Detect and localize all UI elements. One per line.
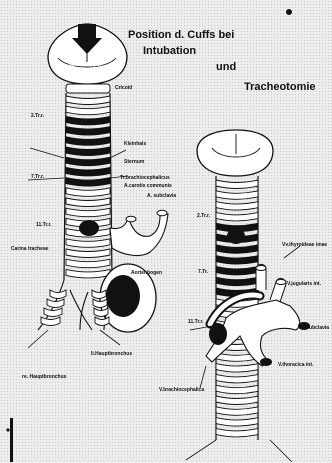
tracheal-ring xyxy=(66,96,110,105)
tracheal-ring xyxy=(216,202,258,211)
bronchial-ring xyxy=(50,290,66,299)
tracheal-ring xyxy=(216,245,258,254)
tracheal-ring xyxy=(216,266,258,275)
tracheal-ring xyxy=(216,277,258,286)
tracheal-ring xyxy=(216,418,258,427)
tracheal-ring xyxy=(216,385,258,394)
tracheal-ring xyxy=(216,180,258,189)
label-sternum: Sternum xyxy=(124,160,144,165)
label-vv-thyroideae: Vv.thyroideae imae xyxy=(282,243,327,248)
tracheal-ring xyxy=(66,239,110,248)
label-schildknorpel: Schildknorpel xyxy=(68,63,101,68)
label-re-hauptbronchus: re. Hauptbronchus xyxy=(22,375,66,380)
tracheal-ring xyxy=(66,269,110,278)
tracheal-ring xyxy=(66,137,110,146)
tracheal-ring xyxy=(66,249,110,258)
label-tr2-right: 2.Tr.r. xyxy=(197,214,210,219)
tracheal-ring xyxy=(216,212,258,221)
tracheal-ring xyxy=(216,396,258,405)
label-a-subclavia: A. subclavia xyxy=(147,194,176,199)
bronchial-ring xyxy=(44,308,62,317)
bronchial-ring xyxy=(41,317,60,326)
tracheal-ring xyxy=(66,116,110,125)
tracheal-ring xyxy=(66,208,110,217)
label-tr-brachiocephalicus: Tr.brachiocephalicus xyxy=(120,176,170,181)
title-line2: Intubation xyxy=(143,46,196,57)
label-v-jugularis: V.jugularis int. xyxy=(287,282,321,287)
tracheal-ring xyxy=(66,198,110,207)
label-kleinhals: Kleinhals xyxy=(124,142,146,147)
title-line4: Tracheotomie xyxy=(244,82,316,93)
thyroid-cartilage-right xyxy=(197,130,273,176)
label-v-brachiocephalica: V.brachiocephalica xyxy=(159,388,204,393)
tracheal-ring xyxy=(216,364,258,373)
bronchial-rings-left xyxy=(41,290,109,326)
label-v-subclavia: V.subclavia xyxy=(302,326,329,331)
tracheal-ring xyxy=(216,407,258,416)
tracheal-ring xyxy=(66,106,110,115)
brachiocephalic-trunk xyxy=(110,214,168,255)
label-li-hauptbronchus: li.Hauptbronchus xyxy=(91,352,132,357)
tracheal-ring xyxy=(66,188,110,197)
label-tr7-left: 7.Tr.r. xyxy=(31,175,44,180)
cricoid-left xyxy=(66,84,110,93)
label-tr7-right: 7.Tr. xyxy=(198,270,208,275)
tracheal-ring xyxy=(216,374,258,383)
tracheal-ring xyxy=(66,127,110,136)
tracheal-ring xyxy=(66,178,110,187)
label-a-carotis: A.carotis communis xyxy=(124,184,172,189)
label-tr2-left: 2.Tr.r. xyxy=(31,114,44,119)
carotid-stump xyxy=(126,216,136,222)
subclavia-stump xyxy=(157,210,167,216)
tracheal-ring xyxy=(216,428,258,437)
label-v-thoracica: V.thoracica int. xyxy=(278,363,313,368)
label-aortenbogen: Aortenbogen xyxy=(131,271,162,276)
tracheal-ring xyxy=(66,157,110,166)
tracheal-ring xyxy=(216,191,258,200)
tracheal-ring xyxy=(216,256,258,265)
label-carina: Carina tracheae xyxy=(11,247,49,252)
v-thoracica-end xyxy=(260,358,272,366)
bronchial-ring xyxy=(92,290,106,299)
label-cricoid: Cricoid xyxy=(115,86,132,91)
tracheal-ring xyxy=(66,147,110,156)
scan-bar xyxy=(10,418,13,462)
label-tr11-right: 11.Tr.r. xyxy=(188,320,204,325)
tracheal-ring xyxy=(66,167,110,176)
label-tr11-left: 11.Tr.r. xyxy=(36,223,52,228)
title-line1: Position d. Cuffs bei xyxy=(128,30,234,41)
cuff-right xyxy=(227,228,245,244)
right-trachea xyxy=(186,130,310,462)
title-line3: und xyxy=(216,62,236,73)
bronchial-ring xyxy=(95,317,109,326)
cuff-left xyxy=(79,220,99,236)
tracheal-ring xyxy=(66,259,110,268)
bronchial-ring xyxy=(47,299,64,308)
tracheal-rings-left xyxy=(66,96,110,278)
